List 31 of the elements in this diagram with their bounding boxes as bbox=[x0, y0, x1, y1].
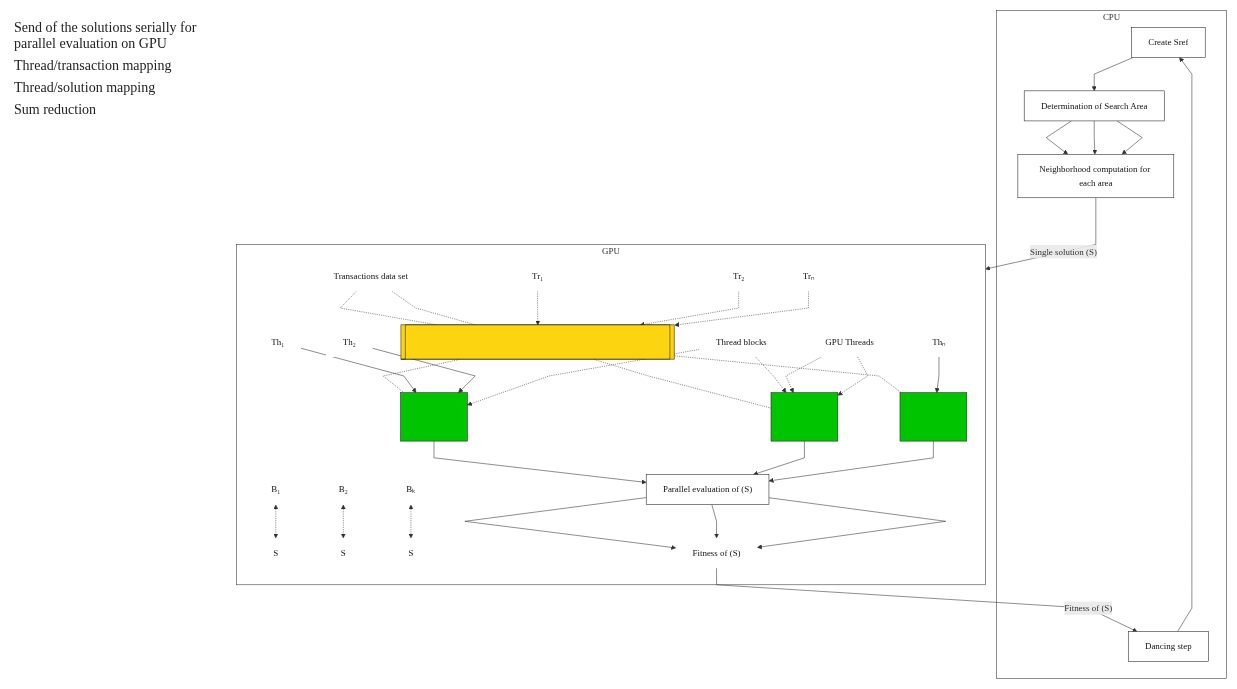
node-text: Transactions data set bbox=[333, 271, 408, 281]
node-box bbox=[400, 392, 468, 442]
node-text: Thread blocks bbox=[716, 336, 767, 347]
note-text: Send of the solutions serially for parallel evaluation on GPU bbox=[14, 20, 198, 52]
note-text: Sum reduction bbox=[14, 102, 98, 118]
node-text: Tr₁ bbox=[532, 271, 544, 281]
node-text: Bₖ bbox=[406, 484, 416, 495]
node-text: S bbox=[408, 548, 414, 558]
node-box: Parallel evaluation of (S) bbox=[645, 474, 770, 505]
node-box bbox=[770, 392, 839, 442]
node-text: Tr₂ bbox=[733, 271, 745, 281]
node-box: Neighborhood computation for each area bbox=[1017, 154, 1175, 199]
note-text: Thread/solution mapping bbox=[14, 80, 157, 96]
node-box: Dancing step bbox=[1128, 631, 1209, 662]
node-text: GPU Threads bbox=[825, 336, 874, 347]
node-text: Th₁ bbox=[271, 336, 285, 347]
node-text: S bbox=[273, 548, 279, 558]
node-bar bbox=[400, 324, 675, 360]
node-text: Thₙ bbox=[932, 336, 946, 347]
node-text: B₂ bbox=[338, 484, 348, 495]
edge-label: Fitness of (S) bbox=[1064, 603, 1113, 613]
node-text: Th₂ bbox=[342, 336, 356, 347]
node-text: B₁ bbox=[271, 484, 281, 495]
node-box: Create Sref bbox=[1131, 27, 1206, 58]
node-text: Fitness of (S) bbox=[692, 548, 741, 558]
edge-label: Single solution (S) bbox=[1030, 246, 1097, 257]
node-box: Determination of Search Area bbox=[1023, 90, 1165, 122]
node-box bbox=[899, 392, 968, 442]
note-text: Thread/transaction mapping bbox=[14, 58, 173, 74]
node-text: Trₙ bbox=[802, 271, 815, 281]
node-text: S bbox=[340, 548, 346, 558]
